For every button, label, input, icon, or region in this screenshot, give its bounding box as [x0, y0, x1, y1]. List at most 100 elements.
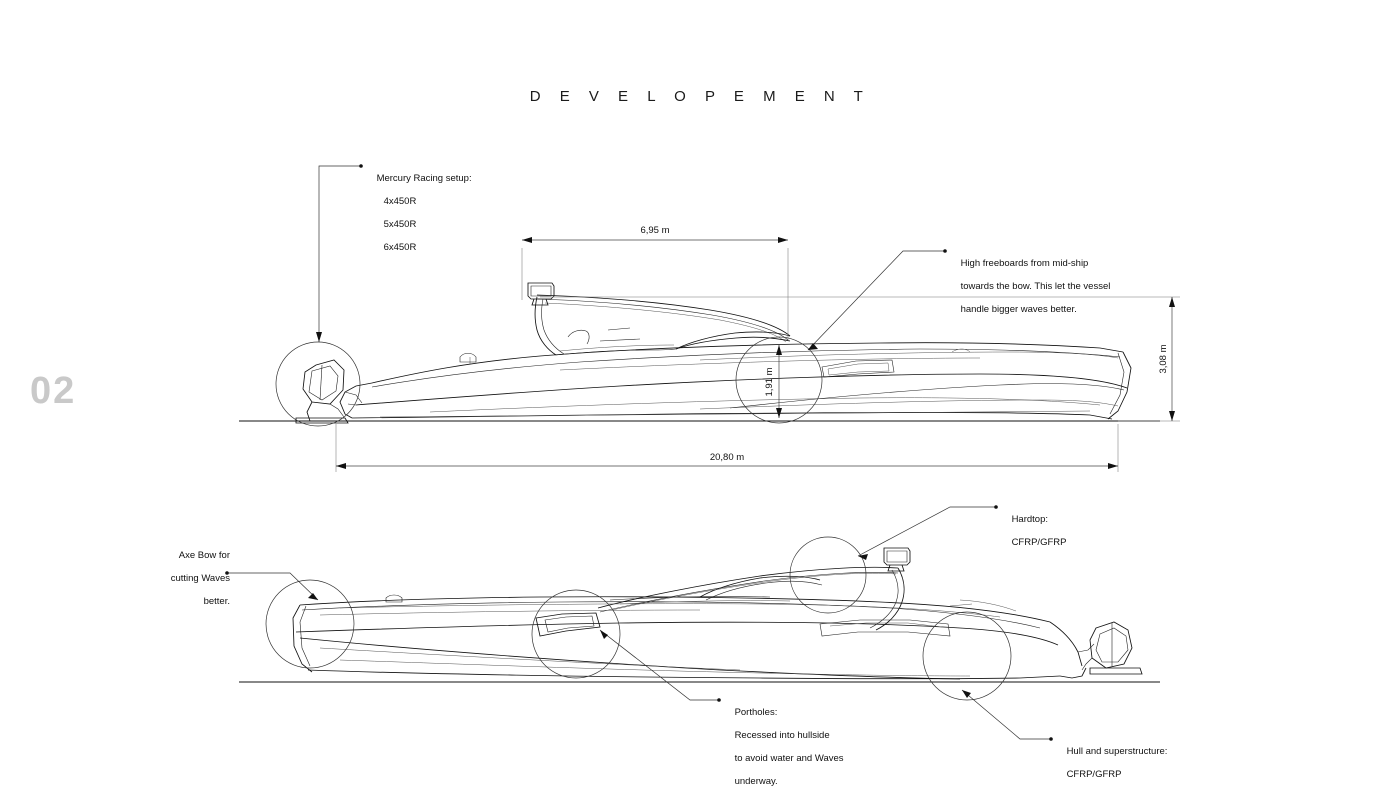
annotation-portholes: Portholes: Recessed into hullside to avo… — [724, 695, 844, 799]
dim-label-air-draft: 3,08 m — [1158, 344, 1169, 373]
hardtop-roof-bottom — [536, 298, 789, 341]
leader-dot-freeboards — [943, 249, 947, 253]
hull-strake-bottom-2 — [319, 647, 741, 671]
transom-base-bottom — [1059, 667, 1087, 679]
dim-label-overall-length: 20,80 m — [710, 452, 744, 463]
hardtop-aft-pillar-2 — [869, 569, 899, 629]
hull-chine-bottom — [295, 621, 1059, 646]
porthole-recess — [535, 612, 601, 637]
leader-dot-mercury — [359, 164, 363, 168]
outboard-engine-cowl-bottom — [1089, 621, 1133, 669]
outboard-bracket-bottom — [1081, 657, 1093, 671]
outboard-skeg-bottom — [1089, 667, 1143, 675]
dim-label-freeboard: 1,91 m — [764, 367, 775, 396]
leader-hull — [961, 689, 1050, 740]
deck-line-bottom-1 — [339, 603, 1001, 618]
hull-sheer-line-bottom — [299, 596, 1051, 623]
hardtop-aft-pillar — [875, 567, 905, 631]
detail-circle-engines — [275, 341, 361, 427]
outboard-bracket — [329, 403, 345, 418]
hull-crease-bottom — [299, 637, 961, 680]
detail-circle-axe-bow — [265, 579, 355, 669]
dim-arrow-freeboard-bottom — [776, 408, 782, 418]
hull-waterline-shade — [379, 410, 1091, 418]
annotation-portholes-line4: underway. — [734, 776, 778, 788]
bow-stem-top — [1107, 351, 1132, 420]
annotation-hardtop-line1: Hardtop: — [1011, 513, 1048, 525]
radar-pod-bottom-base — [887, 564, 905, 572]
annotation-portholes-line3: to avoid water and Waves — [734, 752, 844, 764]
hardtop-roof-bottom-2 — [599, 571, 899, 613]
hardtop-rear-pillar — [534, 296, 557, 356]
dim-arrow-airdraft-top — [1169, 297, 1175, 307]
annotation-freeboards-line1: High freeboards from mid-ship — [960, 257, 1089, 269]
outboard-engine-split — [319, 364, 323, 401]
cockpit-coaming-bottom — [609, 596, 771, 601]
annotation-hull-line2: CFRP/GFRP — [1066, 768, 1122, 780]
bow-stem-inner-bottom — [299, 605, 311, 667]
leader-dot-portholes — [717, 698, 721, 702]
detail-circle-hardtop — [789, 536, 867, 614]
leader-arrow-portholes — [600, 630, 608, 639]
hull-strake-bottom-1 — [339, 659, 971, 677]
porthole-recess-inner — [544, 615, 595, 633]
hull-chine-line — [355, 373, 1128, 406]
leader-freeboards — [807, 250, 944, 351]
dim-arrow-loa-left — [336, 463, 346, 469]
annotation-axe-bow: Axe Bow for cutting Waves better. — [60, 538, 230, 619]
outboard-skeg — [295, 417, 349, 424]
detail-circle-hull — [922, 611, 1012, 701]
outboard-engine-inner — [308, 365, 339, 401]
leader-hardtop — [857, 506, 995, 557]
leader-dot-axe-bow — [225, 571, 229, 575]
hardtop-roof-bottom-top — [597, 566, 899, 609]
windshield-upper — [675, 331, 791, 350]
leader-arrow-hardtop — [858, 554, 868, 560]
leader-arrow-axe-bow — [308, 593, 318, 600]
windshield-bottom-2 — [705, 580, 823, 601]
annotation-axe-bow-line2: cutting Waves — [170, 572, 230, 584]
annotation-portholes-line2: Recessed into hullside — [734, 729, 830, 741]
leader-portholes — [599, 629, 718, 701]
transom-bottom — [1049, 621, 1083, 667]
annotation-freeboards-line2: towards the bow. This let the vessel — [960, 280, 1111, 292]
radar-pod-base — [531, 298, 549, 306]
outboard-mount — [344, 391, 363, 404]
console-detail-line — [599, 338, 641, 342]
deck-cleat — [459, 352, 477, 363]
transom-outline — [339, 382, 373, 419]
dim-arrow-airdraft-bottom — [1169, 411, 1175, 421]
annotation-axe-bow-line1: Axe Bow for — [178, 549, 230, 561]
hull-deck-crown — [371, 348, 1121, 388]
radar-pod-bottom-inner — [886, 550, 908, 563]
hardtop-roof-edge — [544, 302, 787, 343]
hull-deck-crown-bottom — [301, 601, 1041, 629]
annotation-hull-superstructure: Hull and superstructure: CFRP/GFRP — [1056, 734, 1168, 792]
detail-circle-portholes — [531, 589, 621, 679]
dim-arrow-freeboard-top — [776, 345, 782, 355]
leader-arrow-hull — [962, 690, 971, 698]
bow-stem-bottom — [292, 604, 313, 673]
deck-line-to-bow — [699, 351, 1119, 361]
hardtop-rear-pillar-2 — [541, 298, 565, 355]
leader-dot-hardtop — [994, 505, 998, 509]
helm-seat — [567, 329, 590, 345]
hull-side-window-inner — [827, 362, 890, 376]
annotation-hardtop: Hardtop: CFRP/GFRP — [1001, 502, 1067, 560]
hardtop-detail-line — [607, 327, 631, 331]
deck-line-bottom-3 — [959, 599, 1017, 612]
cockpit-coaming — [555, 348, 677, 356]
radar-pod — [527, 282, 555, 300]
detail-circle-freeboard — [735, 336, 823, 424]
annotation-mercury-line3: 5x450R — [383, 218, 417, 230]
deck-cleat-bottom — [385, 594, 403, 603]
radar-pod-bottom — [883, 547, 911, 566]
windshield-lower — [675, 336, 791, 350]
leader-arrow-mercury — [316, 332, 322, 342]
leader-mercury — [318, 165, 360, 342]
bow-stem-inner-top — [1109, 352, 1125, 415]
hull-side-window — [821, 359, 895, 378]
